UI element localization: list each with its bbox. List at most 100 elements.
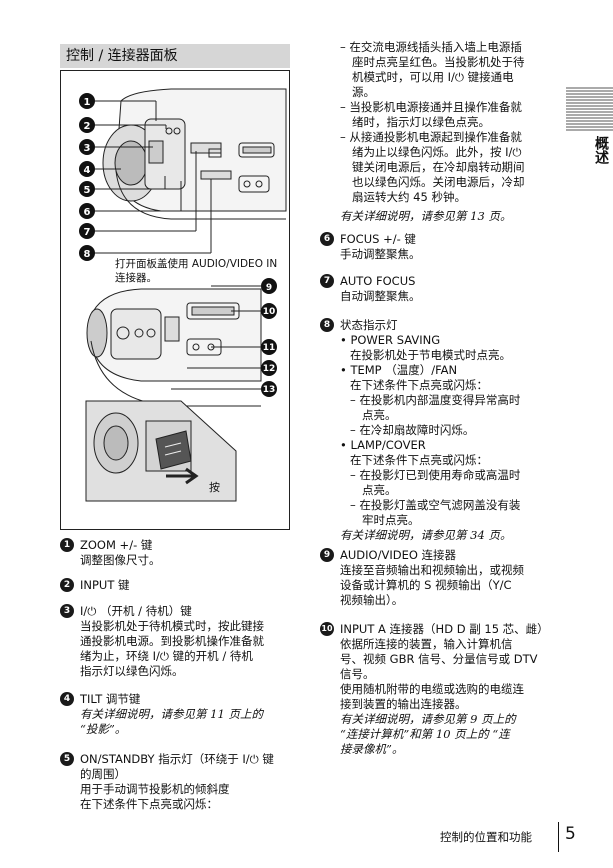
press-label: 按: [209, 480, 220, 494]
callout-9: 9: [266, 283, 272, 293]
callout-group-upper: [79, 93, 95, 261]
item-body-line: 当投影机处于待机模式时，按此键接: [80, 619, 264, 633]
callout-2: 2: [84, 121, 91, 132]
item-title: TILT 调节键: [80, 692, 141, 706]
section-title: 控制 / 连接器面板: [60, 44, 290, 68]
condition-line: – 从接通投影机电源起到操作准备就: [340, 130, 522, 144]
status-title: • TEMP （温度）/FAN: [340, 363, 458, 377]
status-dash: 牢时点亮。: [362, 513, 420, 527]
status-body: 在下述条件下点亮或闪烁：: [350, 453, 488, 467]
item-ref: “投影”。: [80, 722, 127, 736]
condition-line: 键关闭电源后，在冷却扇转动期间: [352, 160, 525, 174]
status-dash: 点亮。: [362, 483, 397, 497]
callout-5: 5: [84, 185, 91, 196]
item-ref: 有关详细说明，请参见第 34 页。: [340, 528, 512, 542]
item-6: 6 FOCUS +/- 键 手动调整聚焦。: [320, 232, 560, 262]
item-body: 自动调整聚焦。: [340, 289, 421, 303]
callout-3: 3: [84, 143, 91, 154]
item-body-line: 用于手动调节投影机的倾斜度: [80, 782, 230, 796]
item-5: 5 ON/STANDBY 指示灯（环绕于 I/⏻ 键 的周围） 用于手动调节投影机…: [60, 752, 300, 812]
item-3: 3 I/⏻ （开机 / 待机）键 当投影机处于待机模式时，按此键接 通投影机电源。…: [60, 604, 300, 679]
item-body-line: 依据所连接的装置，输入计算机信: [340, 637, 513, 651]
status-dash: – 在投影灯已到使用寿命或高温时: [350, 468, 521, 482]
callout-10: 10: [263, 307, 276, 317]
item-body: 手动调整聚焦。: [340, 247, 421, 261]
item-body-line: 视频输出）。: [340, 593, 404, 607]
item-bullet: 10: [320, 622, 334, 636]
item-bullet: 2: [60, 578, 74, 592]
stripes-graphic: [566, 87, 613, 131]
item-title: I/⏻ （开机 / 待机）键: [80, 604, 192, 618]
callout-7: 7: [84, 227, 91, 238]
item-bullet: 5: [60, 752, 74, 766]
item-2: 2 INPUT 键: [60, 578, 300, 593]
callout-12: 12: [263, 364, 276, 374]
status-title: • POWER SAVING: [340, 333, 441, 347]
item-body-line: 连接至音频输出和视频输出，或视频: [340, 563, 524, 577]
item-title: AUDIO/VIDEO 连接器: [340, 548, 457, 562]
item-body-line: 通投影机电源。到投影机操作准备就: [80, 634, 264, 648]
callout-13: 13: [263, 385, 276, 395]
status-body: 在下述条件下点亮或闪烁：: [350, 378, 488, 392]
item-8: 8 状态指示灯 • POWER SAVING 在投影机处于节电模式时点亮。 • T…: [320, 318, 560, 543]
item-title: FOCUS +/- 键: [340, 232, 416, 246]
item-title: INPUT A 连接器（HD D 副 15 芯、雌）: [340, 622, 549, 636]
callout-4: 4: [84, 165, 91, 176]
item-bullet: 4: [60, 692, 74, 706]
item-body-line: 接到装置的输出连接器。: [340, 697, 467, 711]
item-body-line: 在下述条件下点亮或闪烁：: [80, 797, 218, 811]
condition-line: 机模式时，可以用 I/⏻ 键接通电: [352, 70, 514, 84]
page-number: 5: [565, 824, 576, 844]
item-body-line: 指示灯以绿色闪烁。: [80, 664, 184, 678]
condition-line: 也以绿色闪烁。关闭电源后，冷却: [352, 175, 525, 189]
item-title-cont: 的周围）: [80, 767, 126, 781]
item-bullet: 1: [60, 538, 74, 552]
status-dash: – 在投影机内部温度变得异常高时: [350, 393, 521, 407]
item-ref: 有关详细说明，请参见第 13 页。: [340, 209, 512, 223]
footer-text: 控制的位置和功能: [440, 830, 532, 844]
footer-divider: [558, 822, 559, 852]
item-body-line: 信号。: [340, 667, 375, 681]
condition-line: – 当投影机电源接通并且操作准备就: [340, 100, 522, 114]
item-body-line: 设备或计算机的 S 视频输出（Y/C: [340, 578, 512, 592]
condition-line: 源。: [352, 85, 375, 99]
item-body-line: 号、视频 GBR 信号、分量信号或 DTV: [340, 652, 538, 666]
condition-line: – 在交流电源线插头插入墙上电源插: [340, 40, 522, 54]
side-tab-stripes: [566, 86, 613, 134]
item-ref: 接录像机”。: [340, 742, 404, 756]
figure-caption: 打开面板盖使用 AUDIO/VIDEO IN 连接器。: [115, 258, 278, 284]
item-bullet: 8: [320, 318, 334, 332]
item-body-line: 使用随机附带的电缆或选购的电缆连: [340, 682, 524, 696]
onstandby-conditions: – 在交流电源线插头插入墙上电源插 座时点亮呈红色。当投影机处于待 机模式时，可…: [340, 40, 555, 224]
item-title: ZOOM +/- 键: [80, 538, 153, 552]
item-ref: 有关详细说明，请参见第 9 页上的: [340, 712, 516, 726]
item-title: ON/STANDBY 指示灯（环绕于 I/⏻ 键: [80, 752, 274, 766]
condition-line: 绪时，指示灯以绿色点亮。: [352, 115, 490, 129]
item-body-line: 绪为止，环绕 I/⏻ 键的开机 / 待机: [80, 649, 253, 663]
condition-line: 绪为止以绿色闪烁。此外，按 I/⏻: [352, 145, 522, 159]
callout-1: 1: [84, 97, 91, 108]
status-dash: – 在投影灯盖或空气滤网盖没有装: [350, 498, 521, 512]
panel-illustration: 1 2 3 4 5 6 7 8: [79, 88, 287, 502]
status-dash: – 在冷却扇故障时闪烁。: [350, 423, 475, 437]
item-bullet: 3: [60, 604, 74, 618]
item-title: 状态指示灯: [340, 318, 398, 332]
side-tab-label: 概述: [593, 136, 609, 164]
item-title: INPUT 键: [80, 578, 130, 592]
status-title: • LAMP/COVER: [340, 438, 426, 452]
callout-8: 8: [84, 249, 91, 260]
condition-line: 座时点亮呈红色。当投影机处于待: [352, 55, 525, 69]
item-bullet: 7: [320, 274, 334, 288]
item-title: AUTO FOCUS: [340, 274, 416, 288]
condition-line: 扇运转大约 45 秒钟。: [352, 190, 466, 204]
status-dash: 点亮。: [362, 408, 397, 422]
callout-6: 6: [84, 207, 91, 218]
figure-panel: 1 2 3 4 5 6 7 8: [60, 70, 290, 530]
callout-11: 11: [263, 343, 276, 353]
item-10: 10 INPUT A 连接器（HD D 副 15 芯、雌） 依据所连接的装置，输入…: [320, 622, 560, 757]
status-body: 在投影机处于节电模式时点亮。: [350, 348, 511, 362]
item-bullet: 6: [320, 232, 334, 246]
item-body: 调整图像尺寸。: [80, 553, 161, 567]
